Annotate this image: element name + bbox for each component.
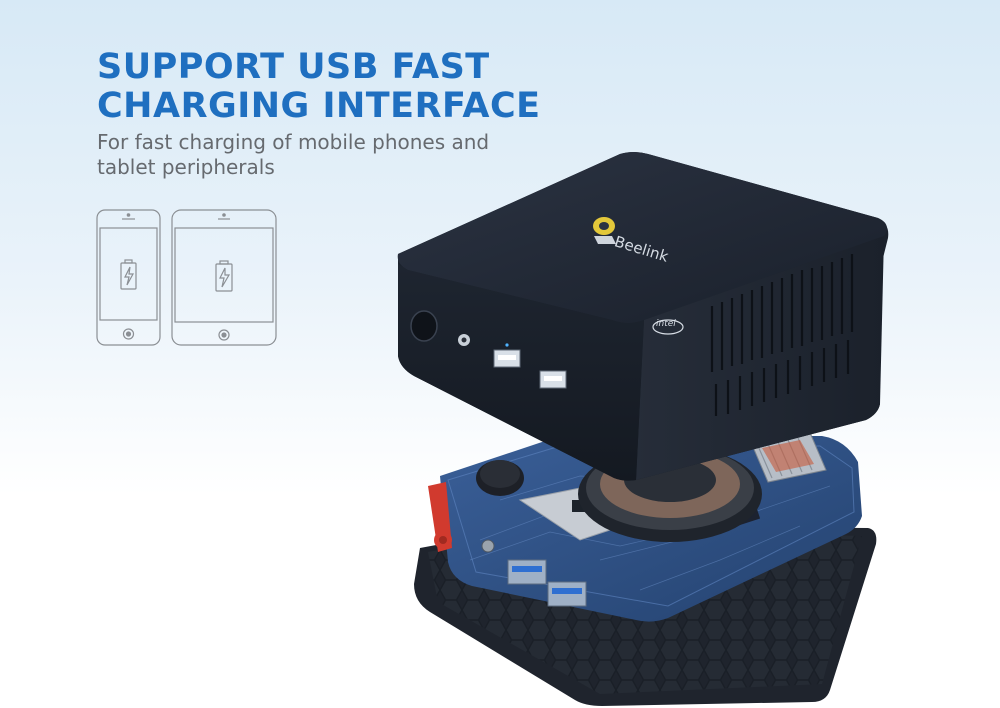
device-icons [96,209,277,346]
power-button [410,310,438,342]
audio-jack [458,334,470,346]
usb-port-board-1 [507,559,547,585]
subtitle: For fast charging of mobile phones and t… [97,130,490,179]
headline-line-1: SUPPORT USB FAST [97,47,490,87]
intel-badge-text: intel [656,319,676,329]
battery-charging-icon [215,260,233,292]
red-latch [428,482,452,552]
front-vent [710,254,854,416]
usb-port-board-2 [547,581,587,607]
headline: SUPPORT USB FAST CHARGING INTERFACE [97,48,541,126]
usb-port-front-2 [539,370,567,389]
phone-icon [96,209,161,346]
headline-line-2: CHARGING INTERFACE [97,86,541,126]
intel-badge [652,319,684,335]
case-cover [397,152,889,481]
usb-port-front-1 [493,343,521,368]
tablet-icon [171,209,277,346]
battery-charging-icon [120,259,137,290]
beelink-logo [593,217,616,244]
